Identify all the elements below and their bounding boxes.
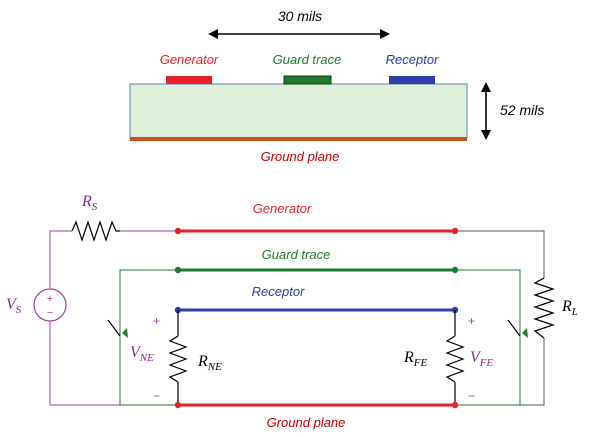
rl-wire <box>455 230 545 278</box>
circuit: RS + − VS Generator RL Guard trace <box>6 193 578 430</box>
spacing-arrowhead-right <box>380 29 390 39</box>
cross-section: 30 mils Generator Guard trace Receptor 5… <box>129 8 544 164</box>
vs-label: VS <box>6 296 22 316</box>
voltage-source-icon <box>33 288 67 322</box>
vs-minus: − <box>47 307 53 319</box>
rl-resistor <box>533 277 555 339</box>
guard-right-wire <box>455 269 521 406</box>
vfe-minus: − <box>468 389 475 403</box>
receptor-trace-section <box>389 76 435 84</box>
ground-plane-layer <box>130 137 467 141</box>
vs-plus: + <box>47 293 53 305</box>
guard-left-switch-icon <box>107 319 128 338</box>
ground-plane-label: Ground plane <box>267 415 346 430</box>
generator-label: Generator <box>253 201 312 216</box>
vne-label: VNE <box>130 344 154 364</box>
rne-resistor <box>168 335 188 383</box>
generator-trace-section <box>166 76 212 84</box>
spacing-label: 30 mils <box>278 8 322 24</box>
thickness-arrowhead-top <box>481 82 491 92</box>
guard-trace-section <box>283 75 332 85</box>
generator-label-top: Generator <box>160 52 219 67</box>
thickness-arrowhead-bottom <box>481 130 491 140</box>
ground-node-left <box>174 401 182 409</box>
guard-label-top: Guard trace <box>273 52 342 67</box>
receptor-label: Receptor <box>252 284 305 299</box>
rs-resistor <box>71 220 120 242</box>
substrate <box>129 83 468 139</box>
vfe-plus: + <box>468 314 475 328</box>
guard-right-switch-icon <box>507 319 528 338</box>
receptor-label-top: Receptor <box>386 52 439 67</box>
rfe-resistor <box>445 335 465 383</box>
ground-node-right <box>451 401 459 409</box>
vne-plus: + <box>153 314 160 328</box>
spacing-arrowhead-left <box>208 29 218 39</box>
rfe-label: RFE <box>403 349 428 369</box>
rl-label: RL <box>561 298 578 318</box>
guard-left-wire <box>119 269 178 406</box>
rne-label: RNE <box>197 353 222 373</box>
vne-minus: − <box>153 389 160 403</box>
guard-label: Guard trace <box>262 247 331 262</box>
thickness-label: 52 mils <box>500 102 544 118</box>
ground-plane-label-top: Ground plane <box>261 149 340 164</box>
rs-label: RS <box>81 193 98 213</box>
generator-node-left <box>174 227 182 235</box>
source-wire-left <box>49 230 72 288</box>
vfe-label: VFE <box>470 349 494 369</box>
